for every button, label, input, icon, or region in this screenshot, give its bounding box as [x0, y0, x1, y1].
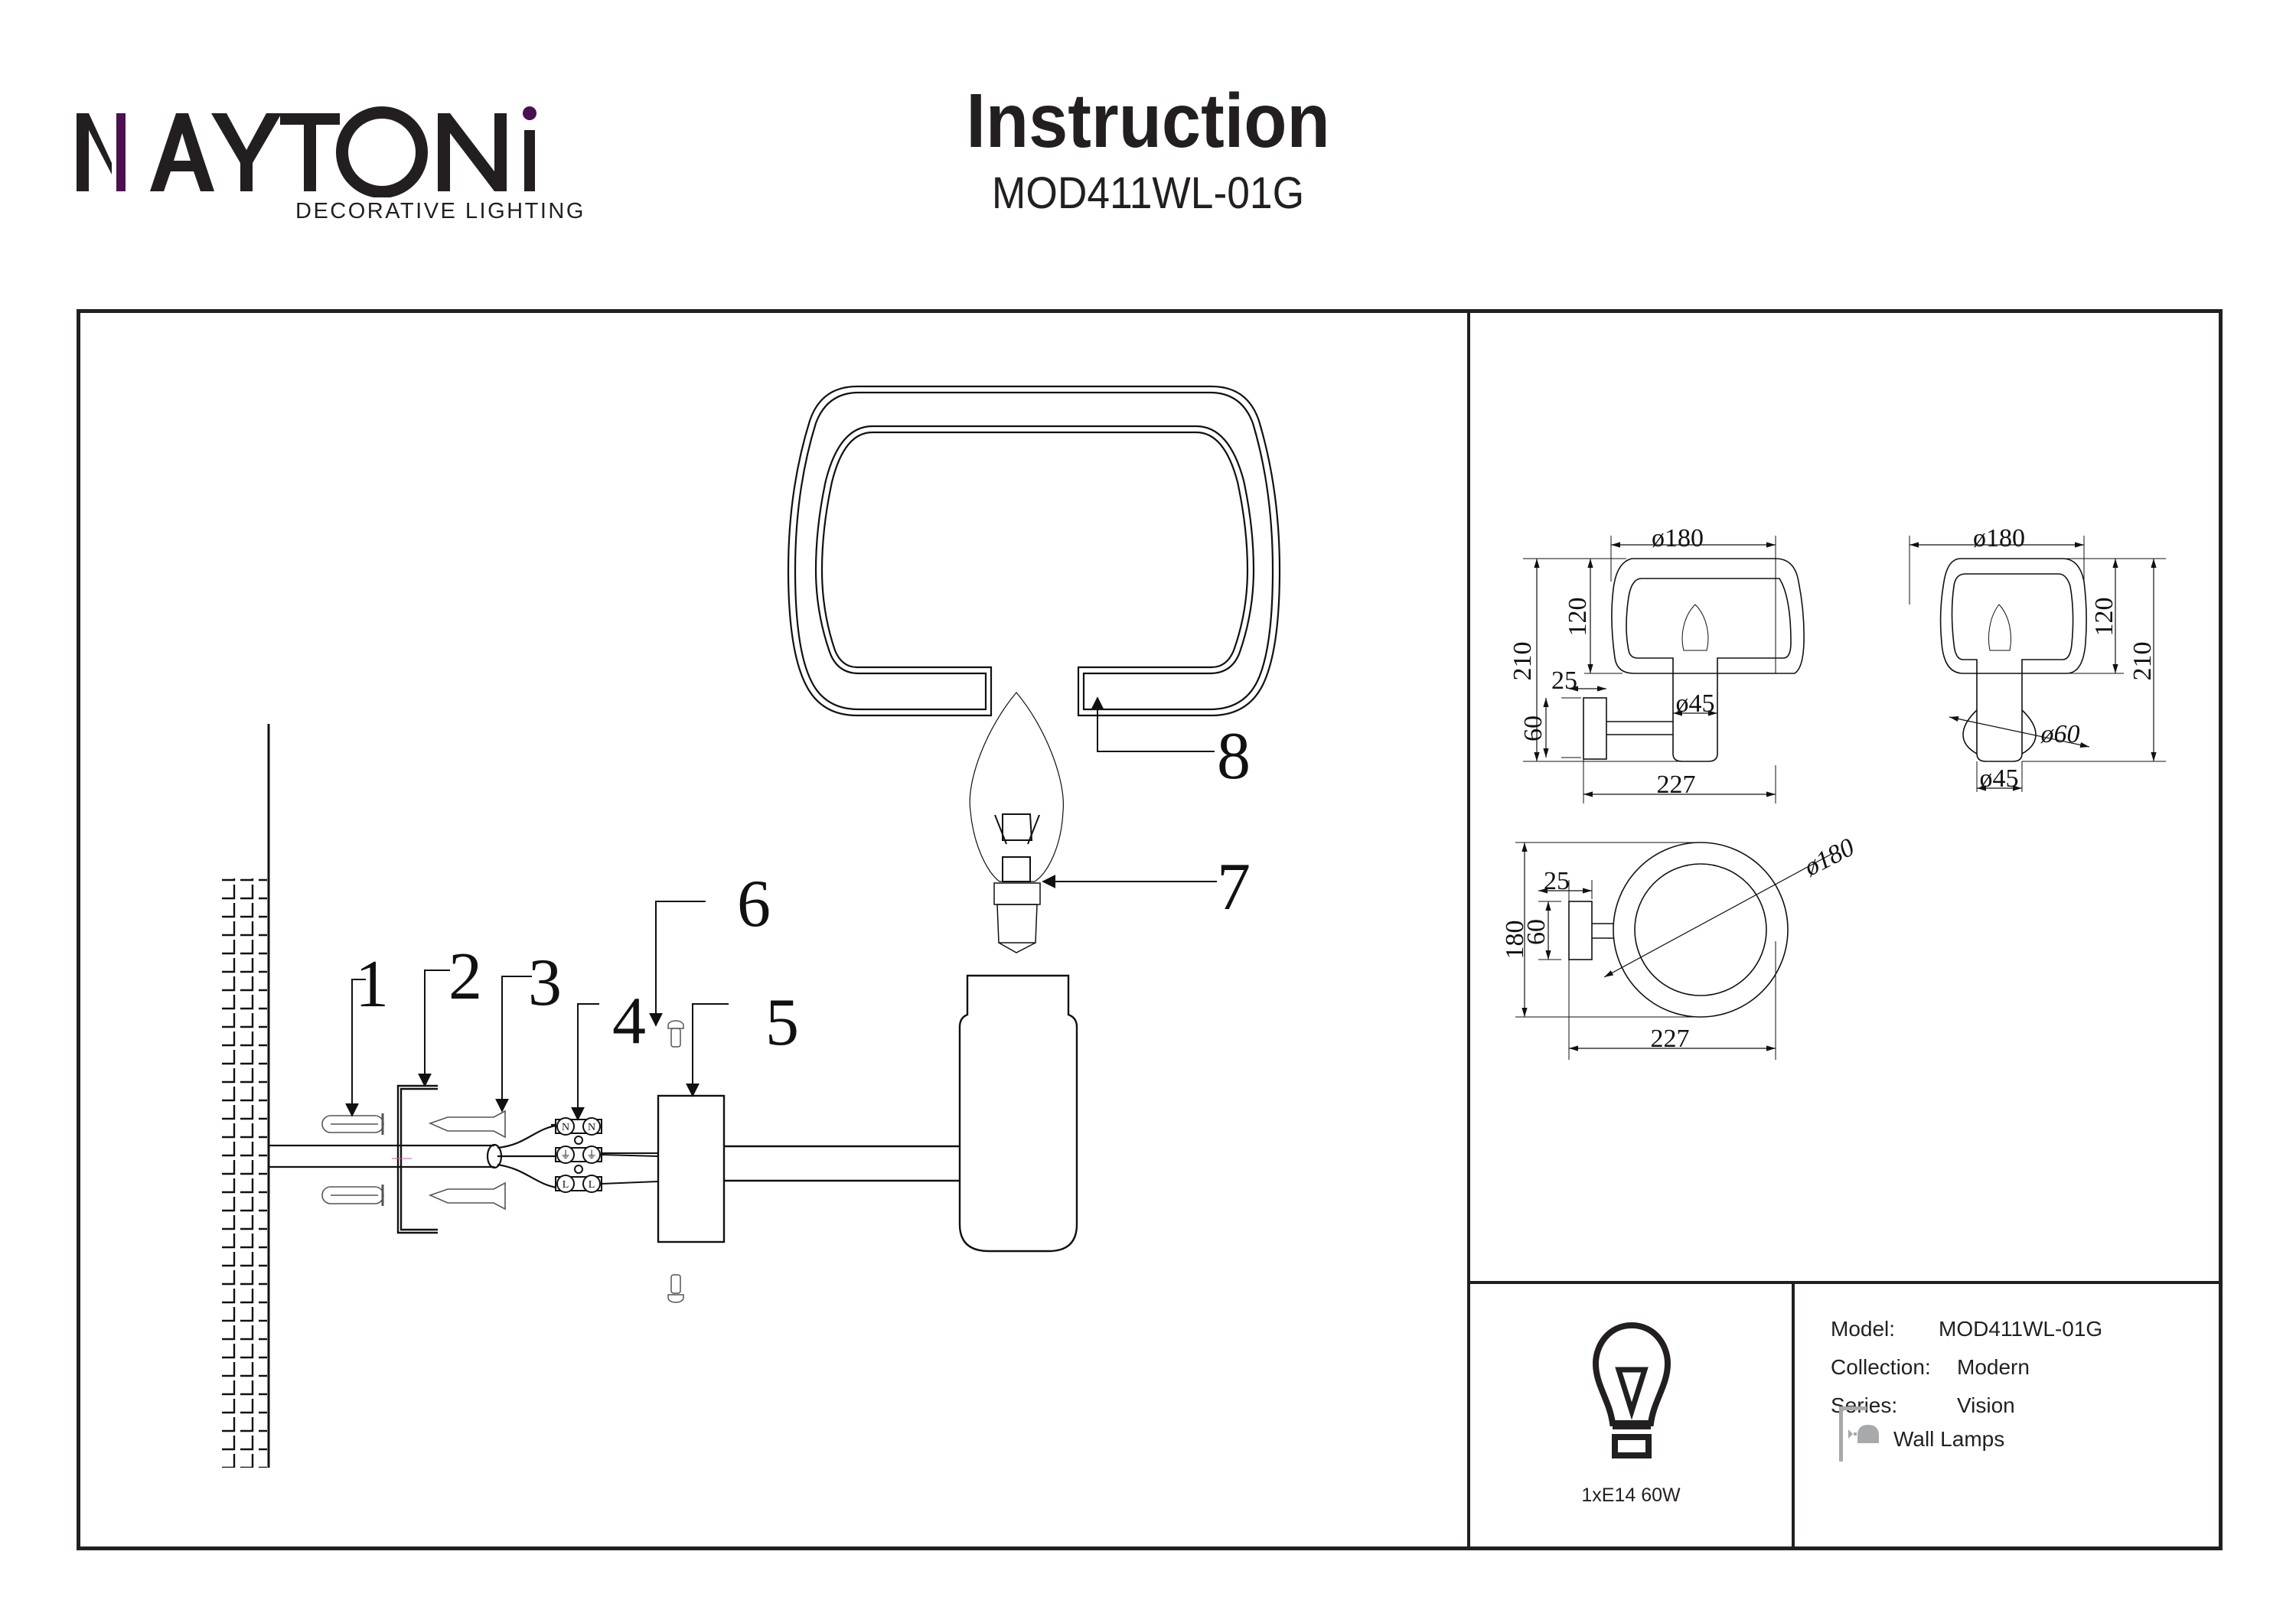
- dim-top-base-height: 60: [1522, 919, 1551, 945]
- frame-divider-horizontal: [1467, 1281, 2219, 1284]
- spec-divider-vertical: [1792, 1281, 1795, 1546]
- wall-section: [220, 724, 270, 1468]
- part-8-shade-frame: [787, 385, 1281, 717]
- dim-front-base-height: 60: [1519, 715, 1548, 741]
- spec-key: Model:: [1831, 1317, 1896, 1341]
- terminal-label-n: N: [562, 1122, 569, 1133]
- dim-top-diameter: ø180: [1799, 833, 1859, 882]
- dim-side-holder: ø45: [1980, 764, 2019, 793]
- spec-value-model: MOD411WL-01G: [1939, 1317, 2103, 1341]
- dim-top-base-depth: 25: [1544, 867, 1570, 895]
- terminal-label-earth: ⏚: [586, 1149, 597, 1162]
- callout-6: 6: [737, 867, 771, 941]
- dim-top-overall-depth: 227: [1651, 1025, 1690, 1053]
- terminal-label-n: N: [588, 1122, 595, 1133]
- spec-value-collection: Modern: [1957, 1355, 2030, 1379]
- logo-i-dot: [523, 106, 536, 120]
- dim-front-width: ø180: [1652, 524, 1704, 552]
- part-7-bulb: [969, 692, 1064, 953]
- front-view: [1523, 536, 1805, 803]
- lamp-holder: [958, 974, 1078, 1253]
- drawing-frame: [77, 309, 2223, 1550]
- callout-5: 5: [765, 986, 799, 1060]
- top-view: [1515, 842, 1834, 1060]
- callout-numbers: 1 2 3 4 5 6 7 8: [355, 719, 1251, 1060]
- maytoni-wordmark: [77, 106, 536, 197]
- callout-7: 7: [1217, 850, 1251, 924]
- callout-leaders: [345, 696, 1217, 1121]
- part-3-screw: [428, 1110, 506, 1211]
- logo-letter-y: [211, 113, 282, 191]
- part-4-terminal-block: [555, 1117, 602, 1193]
- callout-8: 8: [1217, 719, 1251, 794]
- dim-front-height-shade: 120: [1564, 598, 1592, 637]
- callout-3: 3: [528, 946, 562, 1020]
- dim-front-base-depth: 25: [1551, 666, 1577, 695]
- terminal-label-l: L: [589, 1179, 595, 1191]
- wall-lamp-icon: [1839, 1406, 1879, 1462]
- supply-cable: [269, 1123, 563, 1190]
- callout-4: 4: [612, 984, 646, 1058]
- side-view: [1909, 536, 2166, 792]
- model-subtitle: MOD411WL-01G: [991, 168, 1305, 218]
- logo-accent-bar: [116, 113, 126, 191]
- terminal-label-l: L: [563, 1179, 569, 1191]
- callout-1: 1: [355, 947, 389, 1022]
- terminal-label-earth: ⏚: [560, 1149, 571, 1162]
- category-label: Wall Lamps: [1893, 1427, 2005, 1451]
- dim-side-height-shade: 120: [2090, 598, 2118, 637]
- logo-letter-i: [524, 130, 535, 191]
- dim-front-overall-depth: 227: [1657, 771, 1696, 799]
- spec-key: Collection:: [1831, 1355, 1931, 1379]
- page-title: Instruction: [966, 78, 1330, 164]
- logo-letter-m: [77, 113, 112, 191]
- dim-side-height-total: 210: [2128, 642, 2157, 681]
- logo-letter-t: [280, 113, 340, 191]
- logo-letter-o: [336, 106, 428, 197]
- frame-divider-vertical: [1467, 309, 1470, 1546]
- dim-side-width: ø180: [1973, 524, 2025, 552]
- bulb-spec-panel: 1xE14 60W: [1470, 1284, 1792, 1546]
- part-1-wall-plug: [321, 1113, 384, 1206]
- brand-logo: DECORATIVE LIGHTING: [73, 90, 583, 236]
- bulb-spec-label: 1xE14 60W: [1581, 1484, 1681, 1506]
- brand-tagline: DECORATIVE LIGHTING: [295, 199, 585, 223]
- product-spec-panel: Model: MOD411WL-01G Collection: Modern S…: [1795, 1284, 2216, 1546]
- dim-front-height-total: 210: [1508, 642, 1537, 681]
- internal-wires: [601, 1152, 659, 1185]
- part-6-fixing-screw: [667, 1020, 684, 1303]
- dim-side-base: ø60: [2040, 720, 2080, 748]
- part-5-wall-base: [657, 1094, 961, 1243]
- light-bulb-icon: [1592, 1322, 1671, 1458]
- spec-value-series: Vision: [1957, 1393, 2015, 1417]
- dim-front-holder: ø45: [1676, 689, 1715, 718]
- logo-letter-n: [438, 113, 507, 191]
- dim-top-height: 180: [1501, 921, 1529, 960]
- callout-2: 2: [448, 940, 482, 1014]
